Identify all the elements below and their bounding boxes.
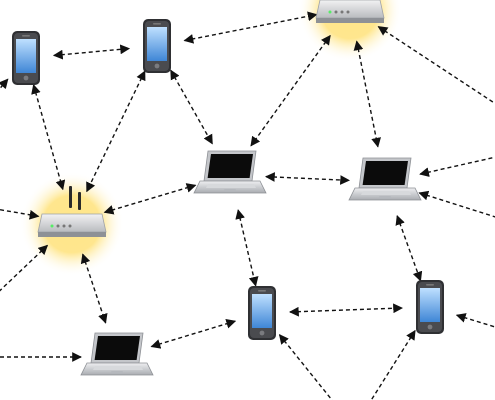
connection-links [0,11,495,400]
link-laptop-right-phone-bottom-right [395,214,423,282]
link-laptop-right-offscreen-right-3 [418,190,495,223]
laptop-icon [193,150,267,194]
link-phone-top-center-router-top [183,11,318,44]
link-phone-top-center-laptop-center [170,69,213,145]
link-phone-bottom-right-offscreen-right-4 [455,313,495,333]
link-phone-bottom-right-offscreen-bottom-2 [364,329,416,400]
link-phone-bottom-center-phone-bottom-right [289,303,403,317]
smartphone-icon [143,19,171,73]
link-phone-top-center-router-left [86,70,146,193]
wifi-router-icon [315,0,385,24]
link-laptop-right-offscreen-right-2 [419,152,495,177]
link-phone-top-left-offscreen-left-1 [0,78,9,101]
smartphone-icon [248,286,276,340]
link-phone-top-left-phone-top-center [52,44,131,60]
laptop-icon [80,332,154,376]
link-router-top-laptop-right [353,40,381,148]
link-laptop-center-phone-bottom-center [235,209,259,287]
link-router-left-laptop-center [103,183,197,215]
link-router-left-offscreen-left-2 [0,204,40,220]
link-router-top-laptop-center [250,34,331,147]
smartphone-icon [12,31,40,85]
link-phone-top-left-router-left [31,84,66,191]
link-phone-bottom-center-offscreen-bottom-1 [278,334,341,400]
link-laptop-center-laptop-right [264,172,351,185]
link-laptop-bottom-left-phone-bottom-center [150,319,237,349]
link-router-top-offscreen-right-1 [377,26,495,111]
link-router-left-laptop-bottom-left [80,253,108,324]
laptop-icon [348,157,422,201]
smartphone-icon [416,280,444,334]
